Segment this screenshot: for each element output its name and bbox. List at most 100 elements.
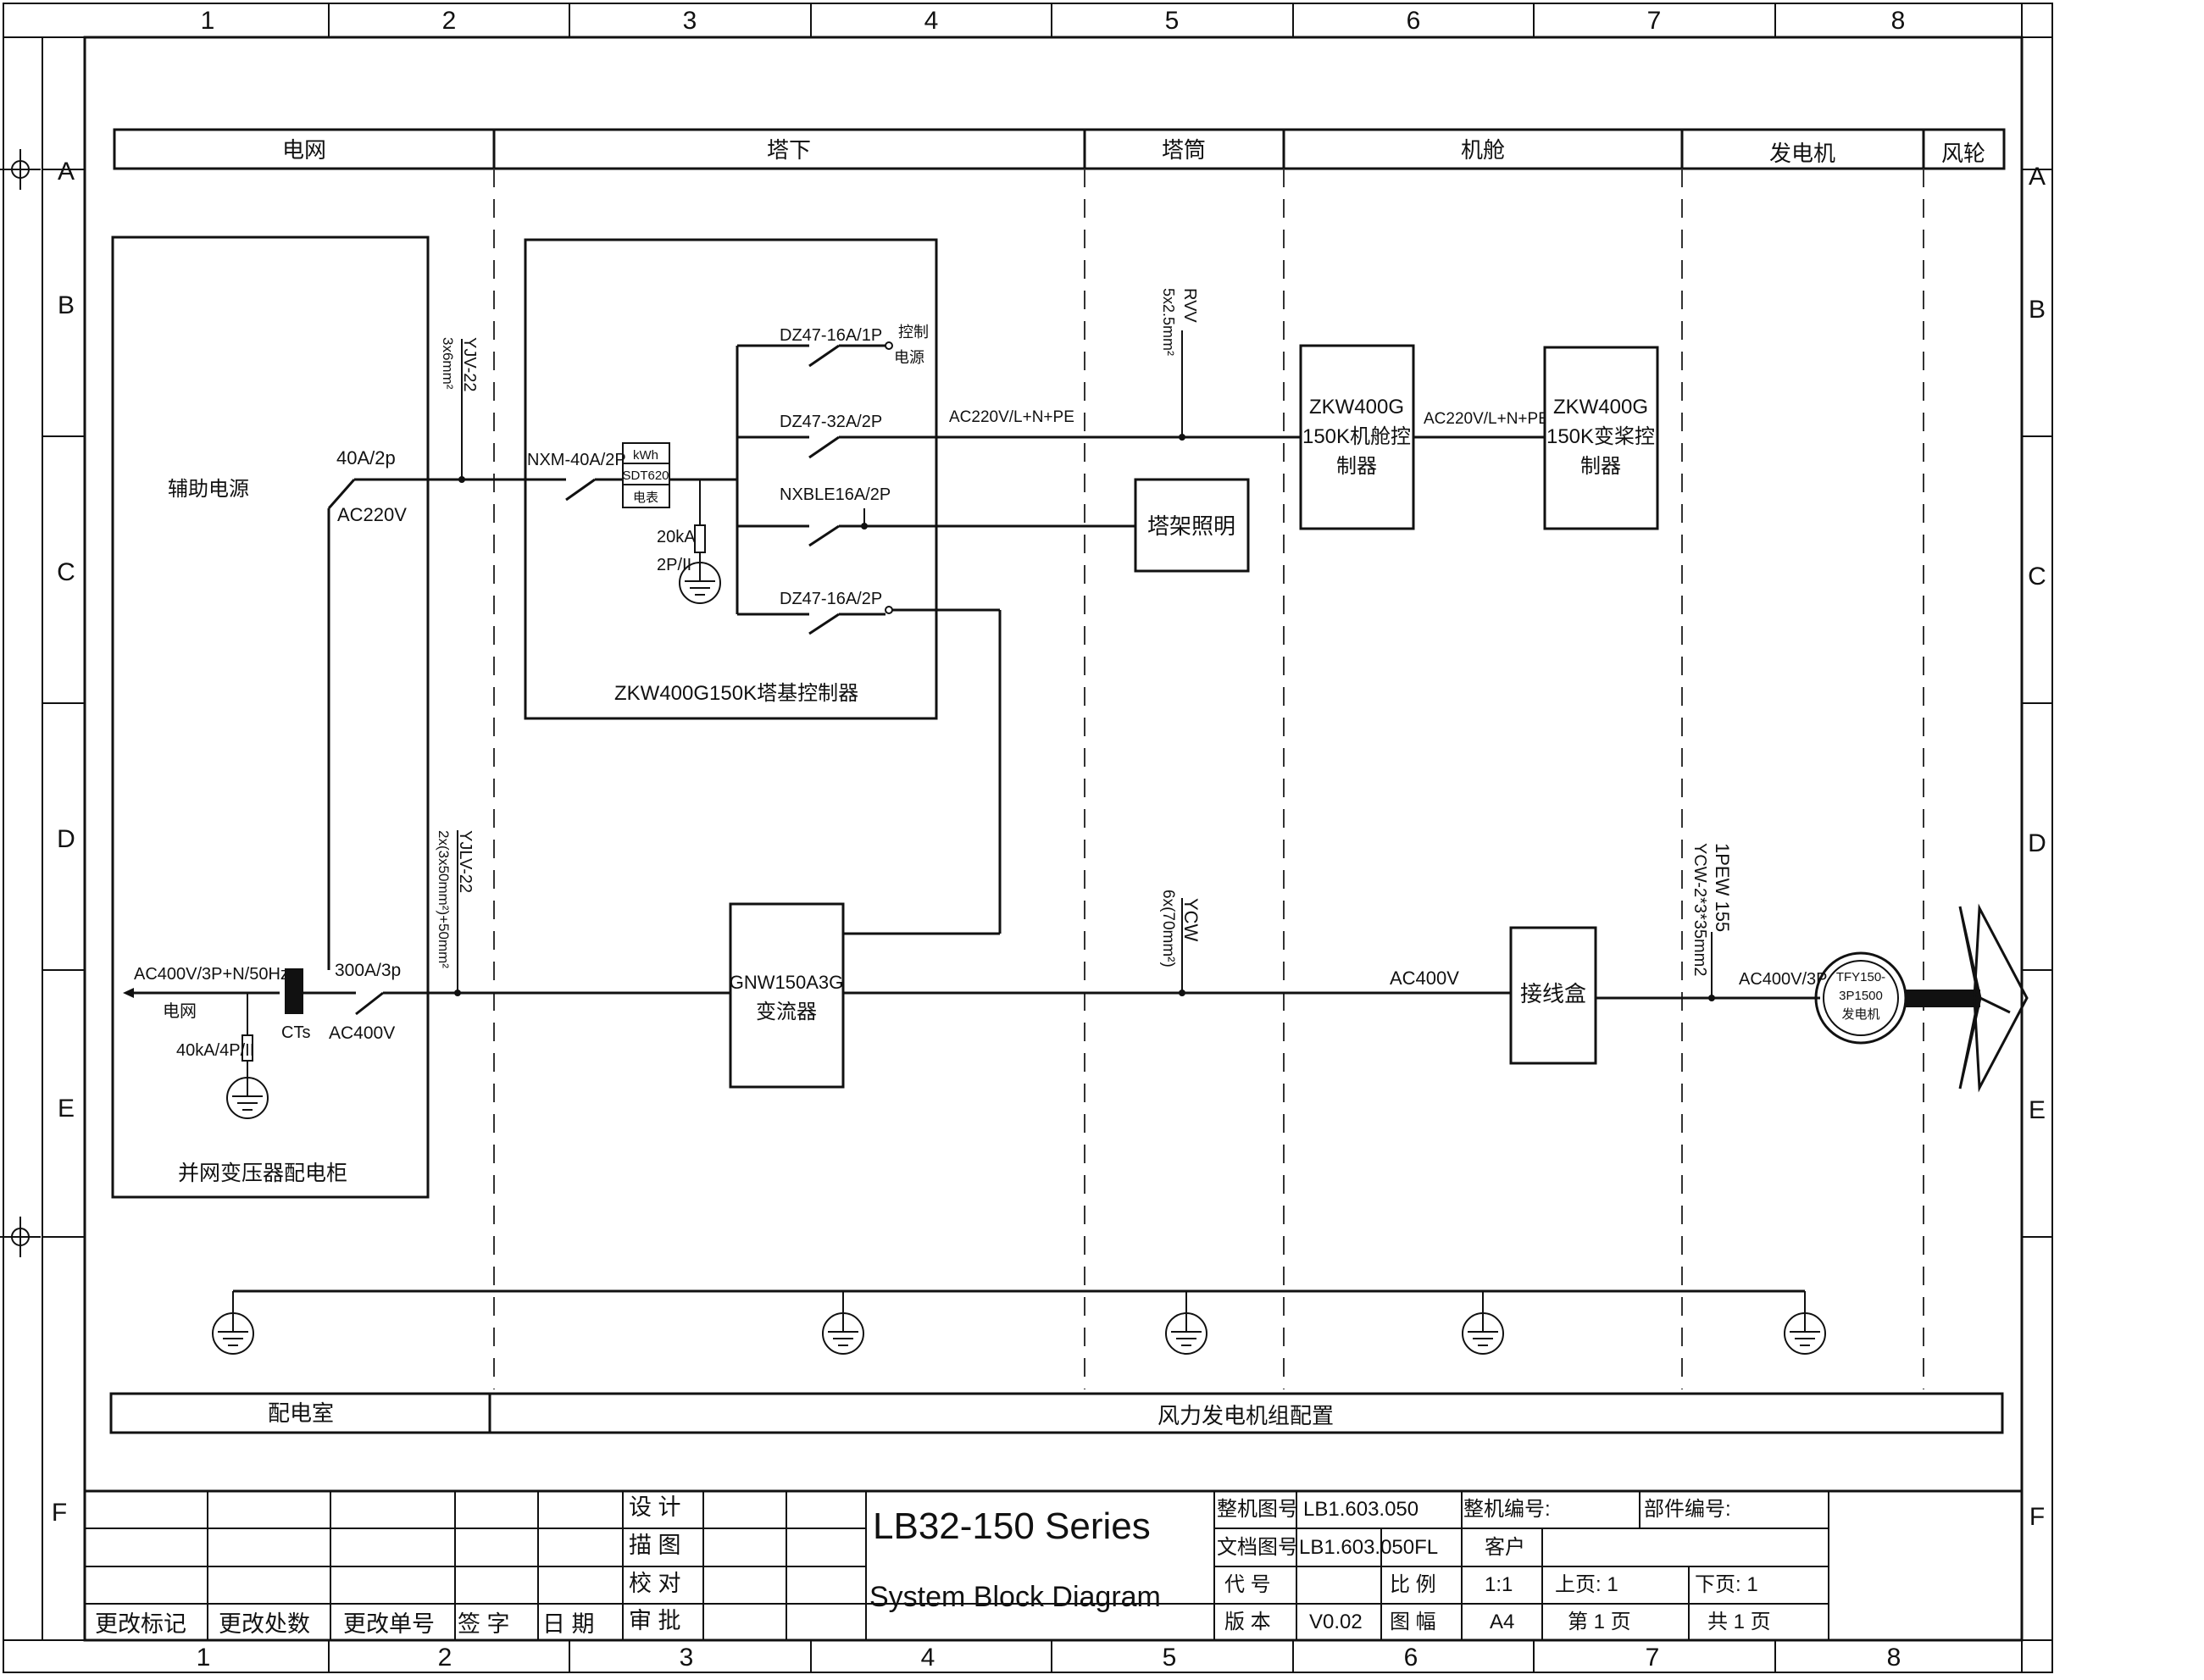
row-label-right-F: F xyxy=(2029,1503,2045,1531)
rotor-blade-icon xyxy=(1973,903,2029,1093)
grid-cabinet-box xyxy=(111,236,430,1199)
dz47-32a-2p-contact xyxy=(808,435,840,459)
col-label-bottom-8: 8 xyxy=(1887,1644,1901,1672)
pitch-controller-box xyxy=(1543,346,1659,530)
row-label-right-E: E xyxy=(2029,1096,2046,1124)
dz47-16a-2p-label: DZ47-16A/2P xyxy=(780,590,882,608)
zone-tower-base: 塔下 xyxy=(767,137,811,163)
ac400v-label-2: AC400V xyxy=(1390,968,1459,989)
col-label-bottom-6: 6 xyxy=(1404,1644,1418,1672)
ground-icon xyxy=(822,1312,864,1355)
row-label-A: A xyxy=(58,158,75,186)
generator-label: 发电机 xyxy=(1841,1007,1879,1022)
dz47-32a-2p-label: DZ47-32A/2P xyxy=(780,413,882,431)
cable-pew: 1PEW 155 xyxy=(1712,843,1733,932)
dz47-16a-1p-contact xyxy=(808,344,840,368)
cts-label: CTs xyxy=(281,1023,310,1042)
tb-doc-no-label: 文档图号 xyxy=(1217,1536,1298,1559)
cable-rvv: RVV xyxy=(1180,288,1199,323)
tb-page-no: 第 1 页 xyxy=(1568,1611,1631,1633)
zone-footer-bar xyxy=(109,1392,2004,1434)
breaker-40a-contact xyxy=(327,479,356,509)
pitch-controller-l3: 制器 xyxy=(1580,455,1621,478)
nxble-contact xyxy=(808,524,840,547)
col-label-bottom-3: 3 xyxy=(680,1644,694,1672)
zone-nacelle: 机舱 xyxy=(1461,137,1505,163)
tb-prev-page: 上页: 1 xyxy=(1555,1573,1618,1596)
surge-40ka-label: 40kA/4P/II xyxy=(176,1041,254,1060)
meter-kwh: kWh xyxy=(633,448,658,463)
cable-yjv22-top-size: 3x6mm² xyxy=(440,337,456,390)
inner-frame xyxy=(83,36,2024,1642)
ac220-lnpe-2: AC220V/L+N+PE xyxy=(1424,410,1549,428)
series-title: LB32-150 Series xyxy=(873,1505,1151,1547)
title-block xyxy=(85,1489,2022,1640)
nxm-breaker-label: NXM-40A/2P xyxy=(527,451,626,469)
zone-distribution-room: 配电室 xyxy=(268,1400,334,1426)
control-power-label: 控制 xyxy=(898,324,929,341)
tb-code-label: 代 号 xyxy=(1224,1573,1271,1596)
dz47-16a-2p-contact xyxy=(808,613,840,635)
cable-yjlv22-size: 2x(3x50mm²)+50mm² xyxy=(436,830,452,968)
cable-yjv22-top: YJV-22 xyxy=(460,337,479,391)
row-label-B: B xyxy=(58,291,75,319)
pitch-controller-l2: 150K变桨控 xyxy=(1546,425,1655,448)
zone-wtg-config: 风力发电机组配置 xyxy=(1158,1403,1334,1428)
junction-box-label: 接线盒 xyxy=(1520,981,1586,1006)
kwh-meter xyxy=(622,442,670,508)
tower-base-controller-label: ZKW400G150K塔基控制器 xyxy=(614,682,858,705)
tb-doc-no: LB1.603.050FL xyxy=(1299,1536,1438,1559)
col-label-bottom-1: 1 xyxy=(197,1644,211,1672)
tb-sign: 签 字 xyxy=(458,1611,510,1637)
ground-icon xyxy=(1165,1312,1207,1355)
control-power-label-2: 电源 xyxy=(894,349,924,366)
col-label-8: 8 xyxy=(1891,7,1906,35)
col-label-6: 6 xyxy=(1407,7,1421,35)
tb-part-no-label: 部件编号: xyxy=(1644,1498,1731,1521)
zone-rotor: 风轮 xyxy=(1941,141,1985,166)
converter-box xyxy=(729,902,845,1089)
rotor-shaft xyxy=(1906,990,1980,1007)
converter-model: GNW150A3G xyxy=(730,972,844,993)
column-ticks xyxy=(42,3,2052,1672)
zone-generator: 发电机 xyxy=(1769,141,1835,166)
tb-trace: 描 图 xyxy=(629,1533,681,1558)
ground-icon xyxy=(1784,1312,1826,1355)
col-label-bottom-7: 7 xyxy=(1646,1644,1660,1672)
row-label-D: D xyxy=(57,825,75,853)
tb-customer-label: 客户 xyxy=(1485,1536,1525,1559)
zone-grid: 电网 xyxy=(282,137,326,163)
ac220v-label: AC220V xyxy=(337,504,407,525)
tb-whole-no: LB1.603.050 xyxy=(1303,1498,1418,1521)
breaker-40a-label: 40A/2p xyxy=(336,447,396,469)
row-label-right-C: C xyxy=(2028,563,2046,590)
ct-block xyxy=(285,968,303,1014)
tb-page-total: 共 1 页 xyxy=(1707,1611,1771,1633)
nacelle-controller-l1: ZKW400G xyxy=(1309,396,1404,419)
outer-frame xyxy=(3,3,2053,1673)
converter-label: 变流器 xyxy=(756,1001,817,1023)
tb-format: A4 xyxy=(1490,1611,1514,1633)
row-label-right-D: D xyxy=(2028,829,2046,857)
col-label-3: 3 xyxy=(683,7,697,35)
col-label-4: 4 xyxy=(924,7,939,35)
surge-20ka-label: 20kA xyxy=(657,528,696,546)
breaker-300a-label: 300A/3p xyxy=(335,961,401,980)
tb-machine-no-label: 整机编号: xyxy=(1463,1498,1551,1521)
aux-power-label: 辅助电源 xyxy=(168,478,249,501)
centring-marks xyxy=(0,149,41,1257)
ground-icon xyxy=(226,1077,269,1119)
row-label-F: F xyxy=(52,1499,67,1527)
surge-protector-20ka xyxy=(694,524,706,553)
zone-separators xyxy=(493,169,1924,1389)
col-label-bottom-5: 5 xyxy=(1163,1644,1177,1672)
nxble-label: NXBLE16A/2P xyxy=(780,485,891,504)
tower-base-controller-box xyxy=(524,238,938,720)
tb-date: 日 期 xyxy=(542,1611,595,1637)
junction-box xyxy=(1509,926,1597,1065)
tower-lighting-label: 塔架照明 xyxy=(1147,513,1235,539)
col-label-2: 2 xyxy=(442,7,457,35)
row-label-right-B: B xyxy=(2029,296,2046,324)
row-label-C: C xyxy=(57,558,75,586)
